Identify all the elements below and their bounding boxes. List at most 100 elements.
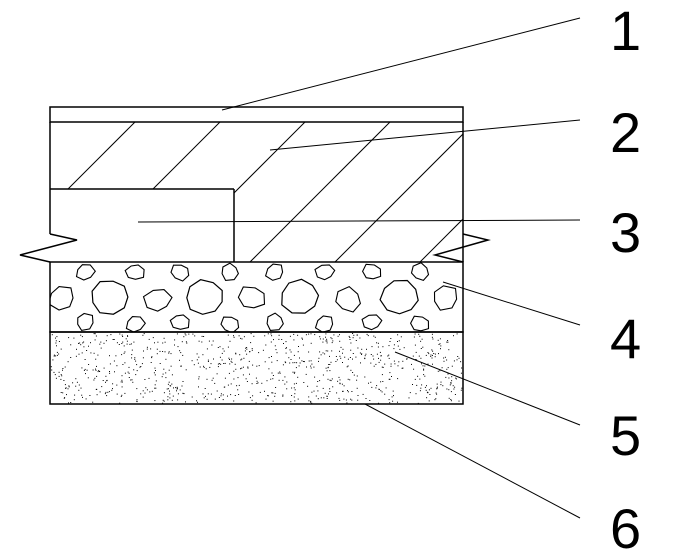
stipple-dot (243, 357, 245, 359)
stipple-dot (170, 365, 172, 367)
stipple-dot (294, 362, 296, 364)
stipple-dot (234, 363, 236, 365)
stipple-dot (338, 397, 340, 399)
stipple-dot (169, 397, 171, 399)
stipple-dot (112, 383, 114, 385)
stipple-dot (136, 388, 138, 390)
stipple-dot (398, 361, 400, 363)
leader-line-4 (442, 281, 581, 326)
stipple-pattern (50, 333, 463, 404)
stipple-dot (124, 392, 126, 394)
stipple-dot (429, 394, 431, 395)
stipple-dot (420, 387, 422, 389)
leader-line-2 (269, 119, 581, 151)
gravel-stone (125, 316, 147, 332)
stipple-dot (440, 384, 442, 386)
stipple-dot (453, 335, 454, 337)
stipple-dot (279, 371, 281, 373)
stipple-dot (157, 341, 159, 343)
stipple-dot (397, 345, 399, 347)
stipple-dot (446, 368, 448, 370)
stipple-dot (347, 365, 349, 367)
stipple-dot (136, 401, 138, 403)
stipple-dot (342, 352, 343, 354)
stipple-dot (83, 346, 85, 348)
stipple-dot (247, 367, 249, 369)
stipple-dot (242, 374, 244, 376)
leader-line-5 (394, 351, 581, 426)
stipple-dot (244, 350, 246, 352)
stipple-dot (397, 365, 399, 367)
stipple-dot (338, 376, 340, 378)
stipple-dot (231, 358, 233, 360)
stipple-dot (70, 357, 72, 358)
stipple-dot (171, 374, 173, 376)
stipple-dot (297, 398, 299, 400)
stipple-dot (64, 366, 66, 368)
stipple-dot (326, 398, 328, 399)
stipple-dot (390, 365, 392, 367)
stipple-dot (308, 396, 310, 398)
stipple-dot (233, 336, 235, 338)
stipple-dot (389, 341, 391, 342)
stipple-dot (434, 353, 436, 355)
stipple-dot (394, 363, 396, 365)
stipple-dot (286, 388, 288, 390)
stipple-dot (164, 341, 166, 343)
stipple-dot (340, 357, 342, 359)
stipple-dot (373, 335, 375, 337)
stipple-dot (266, 380, 268, 382)
stipple-dot (245, 378, 247, 380)
stipple-dot (94, 377, 96, 379)
stipple-dot (425, 354, 427, 356)
stipple-dot (245, 347, 247, 349)
stipple-dot (75, 385, 77, 387)
stipple-dot (142, 396, 144, 398)
stipple-dot (113, 339, 115, 340)
stipple-dot (335, 356, 337, 357)
stipple-dot (149, 391, 151, 393)
gravel-stone (91, 280, 129, 315)
stipple-dot (122, 336, 124, 337)
stipple-dot (150, 348, 152, 350)
stipple-dot (452, 385, 454, 387)
stipple-dot (188, 333, 190, 335)
stipple-dot (361, 353, 363, 355)
stipple-dot (155, 380, 157, 382)
stipple-dot (430, 387, 432, 389)
gravel-stone (264, 263, 284, 281)
stipple-dot (81, 394, 83, 396)
stipple-dot (439, 370, 441, 372)
stipple-dot (239, 354, 241, 356)
stipple-dot (271, 356, 272, 357)
stipple-dot (180, 365, 182, 367)
layer-1-top-strip (49, 106, 464, 123)
stipple-dot (318, 360, 319, 362)
stipple-dot (339, 399, 341, 401)
stipple-dot (132, 381, 134, 383)
gravel-stone (361, 263, 382, 280)
stipple-dot (110, 334, 112, 336)
stipple-dot (196, 353, 198, 355)
stipple-dot (426, 391, 428, 393)
stipple-dot (328, 393, 329, 395)
leader-lines (137, 17, 581, 519)
stipple-dot (85, 398, 87, 400)
stipple-dot (227, 384, 229, 386)
stipple-dot (267, 333, 269, 335)
stipple-dot (353, 334, 355, 336)
stipple-dot (204, 388, 206, 389)
stipple-dot (329, 364, 331, 365)
stipple-dot (308, 333, 310, 335)
stipple-dot (423, 369, 425, 371)
stipple-dot (303, 361, 305, 363)
stipple-dot (171, 383, 173, 385)
stipple-dot (377, 346, 379, 348)
stipple-dot (156, 348, 158, 350)
stipple-dot (421, 363, 422, 365)
stipple-dot (365, 398, 367, 399)
stipple-dot (60, 374, 62, 376)
stipple-dot (284, 383, 286, 385)
stipple-dot (446, 341, 448, 343)
stipple-dot (207, 359, 209, 361)
